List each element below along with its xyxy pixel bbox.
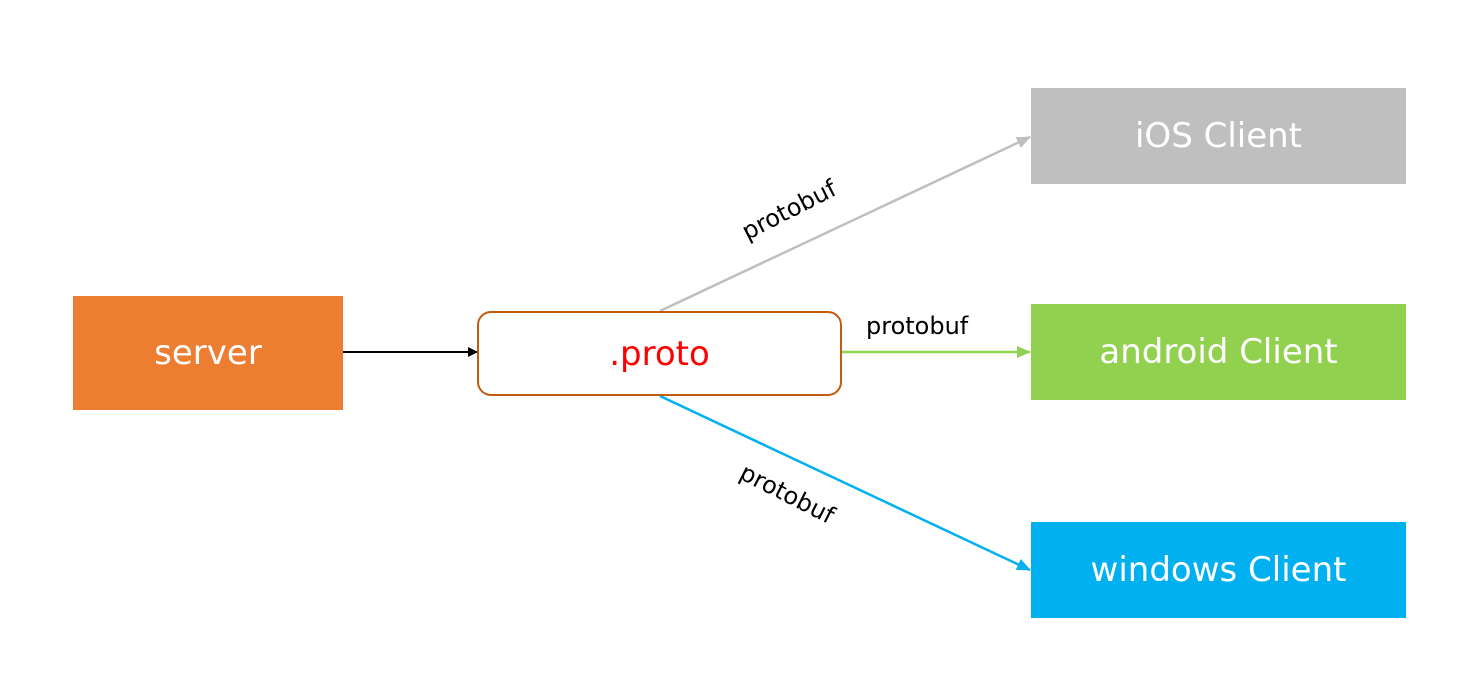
ios-client-label: iOS Client — [1134, 116, 1303, 156]
android-client-label: android Client — [1099, 332, 1338, 372]
ios-client-node: iOS Client — [1031, 88, 1406, 184]
android-client-node: android Client — [1031, 304, 1406, 400]
arrow-proto-to-windows — [659, 394, 1031, 572]
edge-label-android: protobuf — [866, 312, 969, 340]
server-node: server — [73, 296, 343, 410]
windows-client-node: windows Client — [1031, 522, 1406, 618]
proto-node: .proto — [477, 311, 842, 396]
arrow-proto-to-ios — [659, 135, 1031, 313]
server-node-label: server — [154, 333, 262, 373]
windows-client-label: windows Client — [1090, 550, 1347, 590]
proto-node-label: .proto — [609, 333, 710, 374]
